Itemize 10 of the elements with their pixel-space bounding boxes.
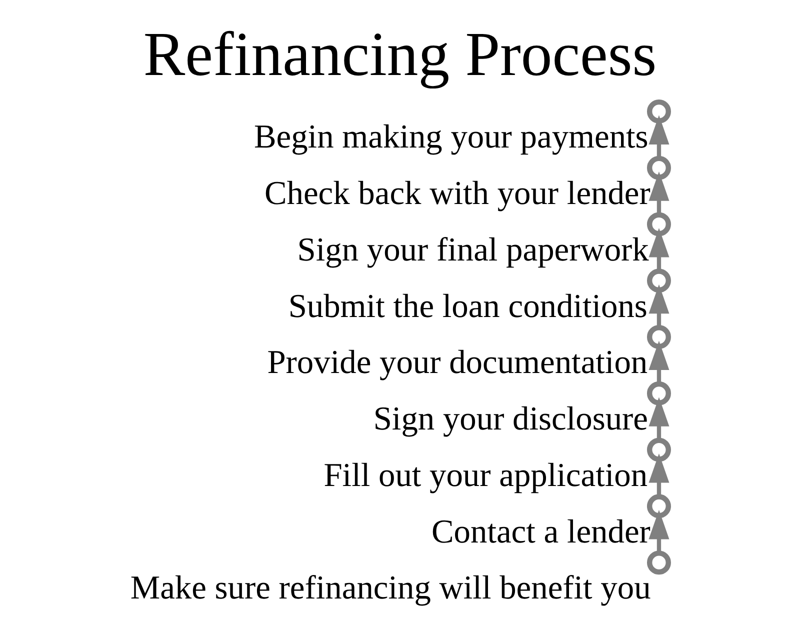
node-label: Check back with your lender bbox=[264, 174, 650, 212]
node-label: Sign your disclosure bbox=[373, 400, 648, 438]
node-label: Sign your final paperwork bbox=[297, 231, 649, 268]
node-label: Fill out your application bbox=[324, 456, 648, 494]
diagram-title: Refinancing Process bbox=[143, 18, 657, 89]
node-label: Submit the loan conditions bbox=[288, 288, 648, 325]
node-label: Contact a lender bbox=[432, 513, 650, 550]
node-label: Begin making your payments bbox=[254, 118, 648, 156]
node-label: Make sure refinancing will benefit you bbox=[130, 570, 651, 607]
node-label: Provide your documentation bbox=[267, 344, 648, 382]
